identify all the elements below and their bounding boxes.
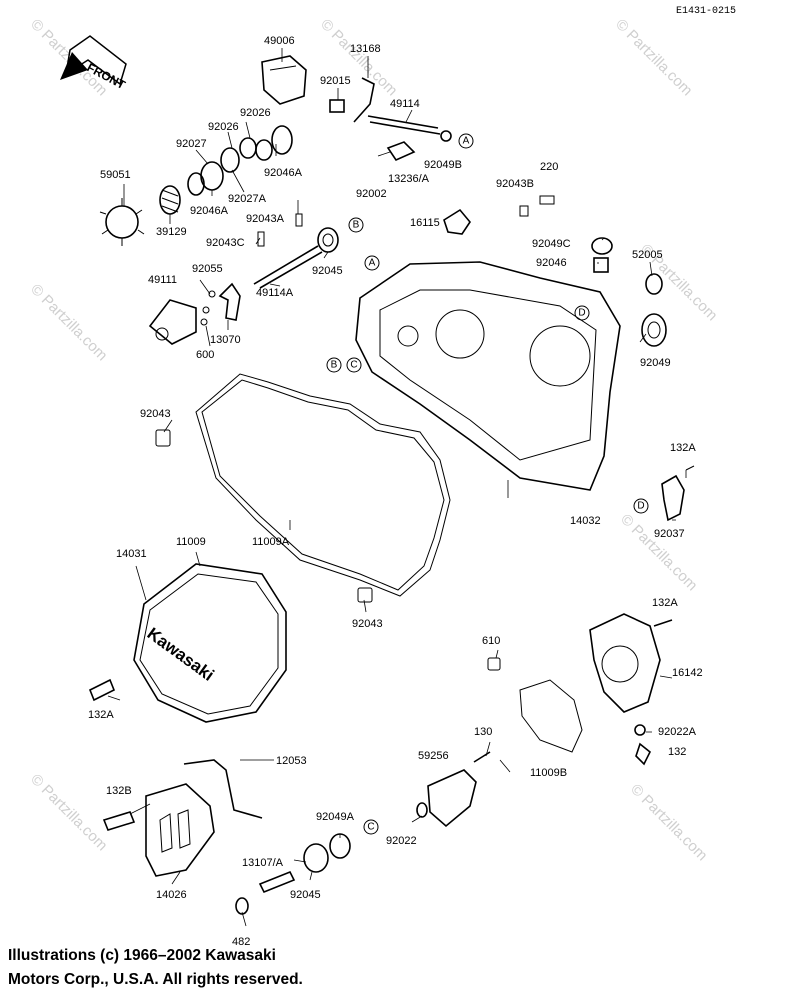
part-number: 92055 xyxy=(192,263,223,275)
watermark: © Partzilla.com xyxy=(612,16,695,99)
part-number: 610 xyxy=(482,635,500,647)
part-number: 92015 xyxy=(320,75,351,87)
watermark: © Partzilla.com xyxy=(27,281,110,364)
callout-c: C xyxy=(367,822,374,833)
copyright-line: Motors Corp., U.S.A. All rights reserved… xyxy=(8,971,303,988)
part-number: 39129 xyxy=(156,226,187,238)
part-number: 52005 xyxy=(632,249,663,261)
part-number: 49114A xyxy=(256,287,294,299)
part-number: 132 xyxy=(668,746,686,758)
part-number: 49114 xyxy=(390,98,420,110)
part-number: 49006 xyxy=(264,35,295,47)
part-number: 92046 xyxy=(536,257,567,269)
part-number: 482 xyxy=(232,936,250,948)
part-number: 220 xyxy=(540,161,558,173)
part-number: 92037 xyxy=(654,528,685,540)
part-number: 59051 xyxy=(100,169,131,181)
part-number: 92043 xyxy=(352,618,383,630)
callout-d: D xyxy=(578,308,585,319)
part-number: 92026 xyxy=(240,107,271,119)
watermark: © Partzilla.com xyxy=(27,771,110,854)
part-number: 92049B xyxy=(424,159,462,171)
watermark: © Partzilla.com xyxy=(617,511,700,594)
part-number: 92045 xyxy=(312,265,343,277)
part-number: 16115 xyxy=(410,217,440,229)
part-number: 92022 xyxy=(386,835,417,847)
part-number: 92049 xyxy=(640,357,671,369)
part-number: 11009B xyxy=(530,767,567,779)
part-number: 92049A xyxy=(316,811,355,823)
part-number: 13070 xyxy=(210,334,241,346)
part-number: 11009A xyxy=(252,536,290,548)
callout-a: A xyxy=(463,136,470,147)
kawasaki-brand: Kawasaki xyxy=(144,624,218,685)
part-number: 92043A xyxy=(246,213,285,225)
part-number: 92043B xyxy=(496,178,534,190)
callout-c: C xyxy=(350,360,357,371)
callout-markers: A B A D B C D C xyxy=(326,133,649,835)
part-number: 132A xyxy=(652,597,678,609)
part-number: 92049C xyxy=(532,238,571,250)
part-number: 11009 xyxy=(176,536,206,548)
part-number: 13107/A xyxy=(242,857,284,869)
part-number: 92045 xyxy=(290,889,321,901)
part-number: 14032 xyxy=(570,515,601,527)
part-number: 92027A xyxy=(228,193,267,205)
part-number: 92026 xyxy=(208,121,239,133)
leader-lines xyxy=(107,48,687,927)
callout-a: A xyxy=(369,258,376,269)
part-number: 49111 xyxy=(148,274,177,286)
part-number-labels: 49006 13168 92015 49114 92026 92026 9202… xyxy=(88,35,703,948)
part-number: 14031 xyxy=(116,548,147,560)
part-number: 132A xyxy=(88,709,114,721)
part-number: 13168 xyxy=(350,43,381,55)
part-number: 14026 xyxy=(156,889,187,901)
part-number: 92043 xyxy=(140,408,171,420)
part-number: 92022A xyxy=(658,726,697,738)
callout-b: B xyxy=(331,360,338,371)
copyright-notice: Illustrations (c) 1966–2002 Kawasaki Mot… xyxy=(8,944,303,992)
part-number: 92046A xyxy=(190,205,229,217)
part-number: 600 xyxy=(196,349,214,361)
part-number: 132A xyxy=(670,442,696,454)
part-number: 92043C xyxy=(206,237,245,249)
copyright-line: Illustrations (c) 1966–2002 Kawasaki xyxy=(8,947,276,964)
part-number: 59256 xyxy=(418,750,449,762)
callout-d: D xyxy=(637,501,644,512)
part-number: 12053 xyxy=(276,755,307,767)
part-number: 92046A xyxy=(264,167,303,179)
part-number: 13236/A xyxy=(388,173,430,185)
part-number: 92002 xyxy=(356,188,387,200)
part-number: 16142 xyxy=(672,667,703,679)
callout-b: B xyxy=(353,220,360,231)
part-number: 132B xyxy=(106,785,132,797)
watermark-layer: © Partzilla.com © Partzilla.com © Partzi… xyxy=(27,16,720,864)
part-number: 130 xyxy=(474,726,492,738)
watermark: © Partzilla.com xyxy=(627,781,710,864)
part-number: 92027 xyxy=(176,138,207,150)
diagram-code: E1431-0215 xyxy=(676,6,737,17)
